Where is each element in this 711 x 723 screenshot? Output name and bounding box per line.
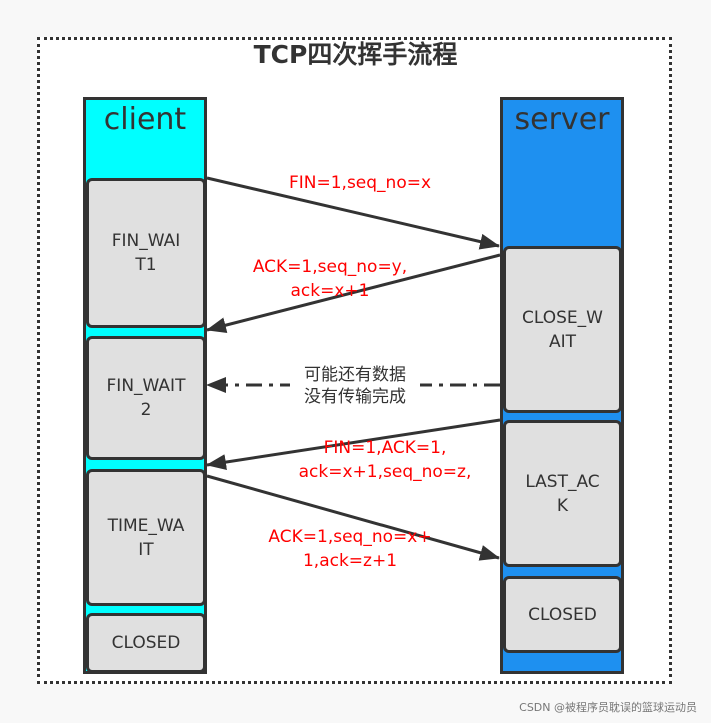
server-state-close-wait: CLOSE_W AIT	[503, 246, 622, 413]
arrow-fin-ack	[206, 418, 501, 471]
arrow-ack-1	[206, 253, 501, 334]
client-state-fin-wait-2: FIN_WAIT 2	[86, 336, 206, 460]
diagram-title: TCP四次挥手流程	[253, 40, 458, 69]
message-label-ack-1: ACK=1,seq_no=y, ack=x+1	[252, 257, 408, 301]
client-state-time-wait: TIME_WA IT	[86, 469, 206, 606]
watermark: CSDN @被程序员耽误的篮球运动员	[519, 701, 697, 714]
arrow-final-ack	[206, 474, 500, 561]
message-label-pending-data: 可能还有数据 没有传输完成	[290, 364, 420, 408]
server-state-closed: CLOSED	[503, 576, 622, 653]
server-lane-label: server	[514, 102, 610, 137]
message-label-fin-1: FIN=1,seq_no=x	[288, 173, 432, 193]
client-state-fin-wait-1: FIN_WAI T1	[86, 178, 206, 328]
server-state-last-ack: LAST_AC K	[503, 420, 622, 567]
client-lane-label: client	[103, 102, 187, 137]
client-state-closed: CLOSED	[86, 613, 206, 673]
arrow-fin-1	[206, 176, 500, 250]
message-label-final-ack: ACK=1,seq_no=x+ 1,ack=z+1	[268, 527, 432, 571]
message-label-fin-ack: FIN=1,ACK=1, ack=x+1,seq_no=z,	[298, 438, 472, 482]
